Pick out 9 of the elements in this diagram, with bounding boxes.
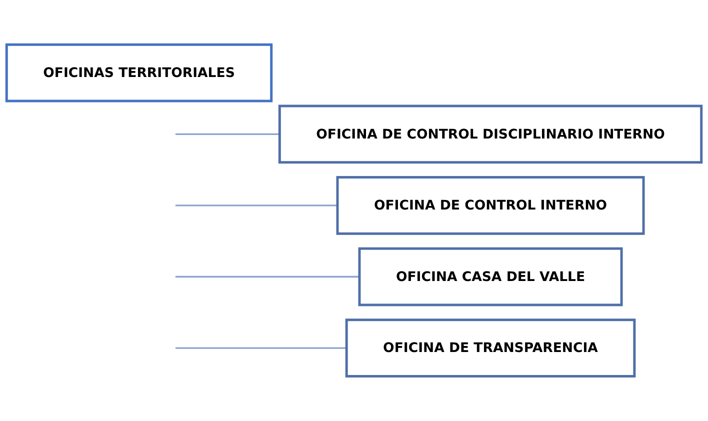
connector [175,276,360,278]
connector [175,347,347,349]
node-box [336,176,645,235]
node-box [345,318,636,378]
connector [175,204,338,206]
node-box [358,247,623,306]
node-box [5,43,273,102]
node-box [278,104,703,164]
connector [175,133,280,136]
